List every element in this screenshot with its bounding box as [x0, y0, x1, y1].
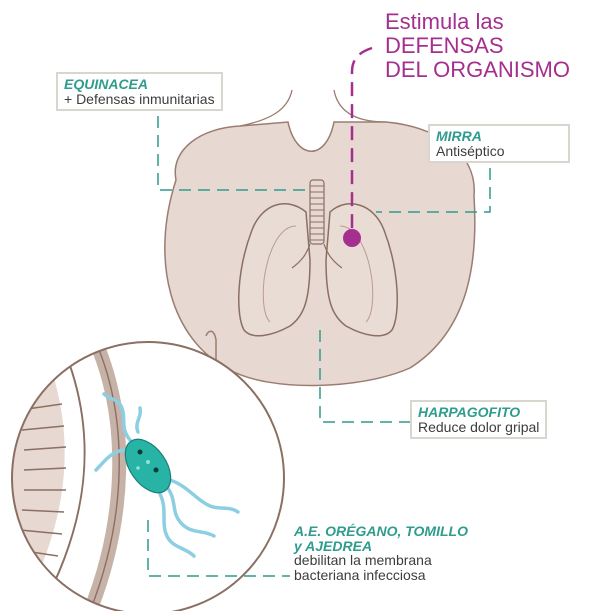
label-equinacea-desc: + Defensas inmunitarias [64, 92, 215, 107]
label-oregano: A.E. ORÉGANO, TOMILLO y AJEDREA debilita… [290, 522, 472, 585]
trachea [310, 180, 324, 244]
headline-line2: DEFENSAS [385, 34, 570, 58]
headline-line1: Estimula las [385, 10, 570, 34]
label-oregano-desc-1: debilitan la membrana [294, 553, 468, 568]
label-mirra-name: MIRRA [436, 129, 562, 144]
label-mirra: MIRRA Antiséptico [428, 124, 570, 163]
label-harpagofito: HARPAGOFITO Reduce dolor gripal [410, 400, 547, 439]
label-harpagofito-name: HARPAGOFITO [418, 405, 539, 420]
shoulder-line [240, 90, 386, 126]
label-oregano-desc-2: bacteriana infecciosa [294, 568, 468, 583]
headline-line3: DEL ORGANISMO [385, 58, 570, 82]
lung-target-dot [343, 229, 361, 247]
label-oregano-name-1: A.E. ORÉGANO, TOMILLO [294, 524, 468, 539]
label-equinacea: EQUINACEA + Defensas inmunitarias [56, 72, 223, 111]
label-harpagofito-desc: Reduce dolor gripal [418, 420, 539, 435]
label-oregano-name-2: y AJEDREA [294, 539, 468, 554]
label-mirra-desc: Antiséptico [436, 144, 562, 159]
label-equinacea-name: EQUINACEA [64, 77, 215, 92]
headline: Estimula las DEFENSAS DEL ORGANISMO [385, 10, 570, 81]
